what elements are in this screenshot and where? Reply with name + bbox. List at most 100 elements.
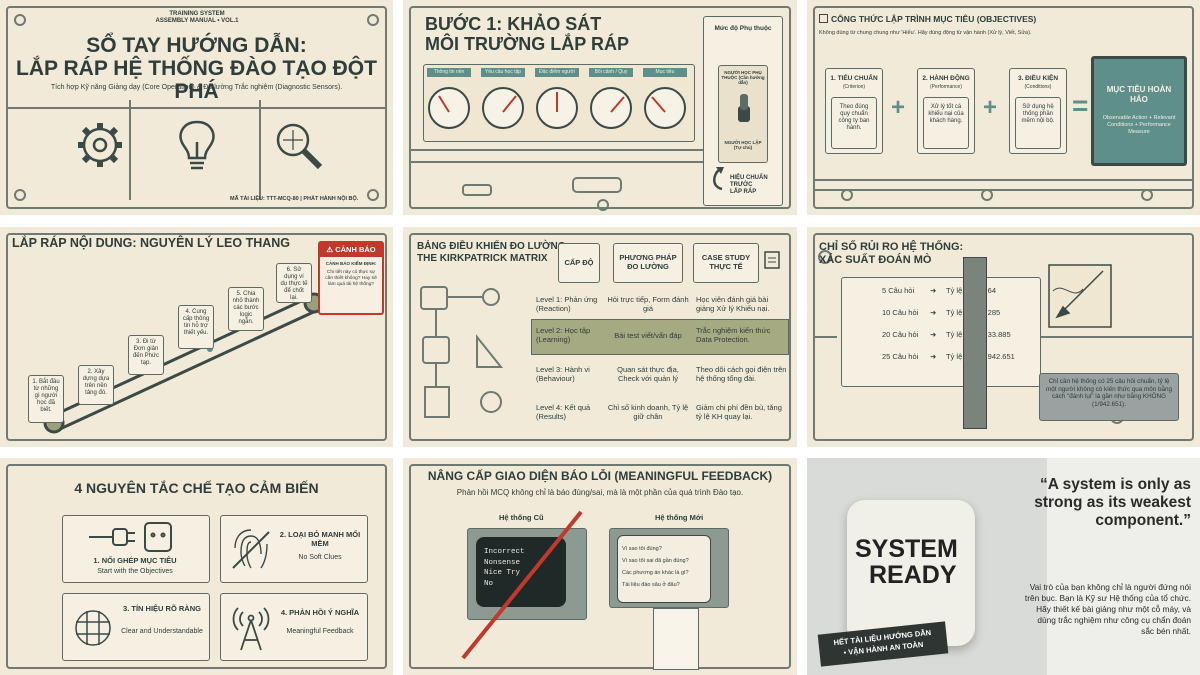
lightbulb-icon	[179, 120, 215, 170]
cover-title: SỔ TAY HƯỚNG DẪN: LẮP RÁP HỆ THỐNG ĐÀO T…	[10, 34, 383, 103]
row-2-method: Bài test viết/vấn đáp	[614, 331, 682, 340]
step1-title-line-2: MÔI TRƯỜNG LẮP RÁP	[425, 34, 629, 54]
equals-sign: =	[1072, 90, 1089, 121]
kicker: TRAINING SYSTEM ASSEMBLY MANUAL • VOL.1	[150, 11, 244, 25]
gauge-label: Thông tin nền	[427, 68, 471, 77]
panel-step1: BƯỚC 1: KHẢO SÁT MÔI TRƯỜNG LẮP RÁP Thôn…	[403, 0, 797, 215]
step1-title-line-1: BƯỚC 1: KHẢO SÁT	[425, 14, 602, 34]
principle-2: 2. LOẠI BỎ MANH MỐI MỀM No Soft Clues	[220, 515, 368, 583]
plus-sign: +	[891, 94, 906, 121]
gauge-panel: Thông tin nền Yêu cầu học tập Đặc điểm n…	[423, 64, 695, 142]
film-strip	[963, 257, 987, 429]
gauge-dial	[482, 87, 524, 129]
header-method-text: PHƯƠNG PHÁP ĐO LƯỜNG	[619, 253, 677, 271]
old-line: Incorrect	[484, 548, 525, 556]
row-4-level: Level 4: Kết quả (Results)	[536, 403, 591, 421]
header-level-text: CẤP ĐỘ	[564, 258, 594, 267]
old-system-label: Hệ thống Cũ	[499, 513, 544, 522]
old-tv: Incorrect Nonsense Nice Try No	[467, 528, 587, 620]
sprue-decor	[409, 149, 703, 211]
magnifier-icon	[276, 123, 323, 170]
row-1-case: Học viên đánh giá bài giảng Xử lý Khiếu …	[696, 295, 770, 313]
principle-4-sub: Meaningful Feedback	[286, 628, 354, 635]
new-line: Các phương án khác là gì?	[622, 570, 689, 576]
panel-feedback: NÂNG CẤP GIAO DIỆN BÁO LỖI (MEANINGFUL F…	[403, 458, 797, 675]
performance-title: 2. HÀNH ĐỘNG	[922, 75, 970, 82]
row-4-case: Giảm chi phí đền bù, tăng tỷ lệ KH quay …	[696, 403, 782, 421]
step1-title: BƯỚC 1: KHẢO SÁT MÔI TRƯỜNG LẮP RÁP	[425, 14, 629, 54]
arrow-icon: ➜	[930, 286, 937, 295]
panel-system-ready: SYSTEM READY HẾT TÀI LIỆU HƯỚNG DẪN • VẬ…	[807, 458, 1200, 675]
step-card-1: 1. Bắt đầu từ những gì người học đã biết…	[28, 375, 64, 423]
step-card-6: 6. Sử dụng ví dụ thực tế để chốt lại.	[276, 263, 312, 303]
square-icon	[819, 14, 828, 23]
gauge-dial	[590, 87, 632, 129]
closing-quote: “A system is only as strong as its weake…	[1034, 476, 1191, 529]
risk-q-3: 20 Câu hỏi	[882, 330, 919, 339]
conditions-title: 3. ĐIỀU KIỆN	[1017, 75, 1059, 82]
gauge-dial	[536, 87, 578, 129]
cover-footer: MÃ TÀI LIỆU: TTT-MCQ-80 | PHÁT HÀNH NỘI …	[230, 196, 359, 202]
toggle-lever-icon	[738, 94, 750, 122]
grid-icon	[75, 610, 111, 646]
principle-1-title: 1. NỐI GHÉP MỤC TIÊU	[93, 556, 177, 565]
feedback-subtitle: Phản hồi MCQ không chỉ là báo đúng/sai, …	[456, 488, 744, 497]
criterion-sub: (Criterion)	[842, 84, 866, 90]
system-ready-line-1: SYSTEM	[855, 535, 958, 563]
curved-arrow-icon	[713, 167, 724, 191]
gauge-label: Yêu cầu học tập	[481, 68, 525, 77]
principle-4-title: 4. PHẢN HỒI Ý NGHĨA	[280, 608, 360, 617]
system-ready-label: SYSTEM READY	[855, 536, 958, 588]
panel-escalation: LẮP RÁP NỘI DUNG: NGUYÊN LÝ LEO THANG 1.…	[0, 227, 393, 447]
system-ready-line-2: READY	[869, 561, 957, 589]
warning-box: ⚠ CẢNH BÁO CẢNH BÁO KIỂM ĐỊNH: Chi tiết …	[318, 241, 384, 315]
new-line: Vì sao tôi sai đã gần đúng?	[622, 558, 689, 564]
gauge-dial	[428, 87, 470, 129]
step-card-4: 4. Cung cấp thông tin hỗ trợ thiết yếu.	[178, 305, 214, 349]
risk-q-4: 25 Câu hỏi	[882, 352, 919, 361]
perfect-objective-title: MỤC TIÊU HOÀN HẢO	[1106, 85, 1172, 104]
header-case-text: CASE STUDY THỰC TẾ	[701, 253, 751, 271]
closing-text: Vai trò của bạn không chỉ là người đứng …	[1024, 582, 1191, 636]
clipboard-icon	[764, 251, 780, 269]
sprue-decor	[813, 179, 1194, 201]
row-3-level: Level 3: Hành vi (Behaviour)	[536, 365, 590, 383]
arrow-icon: ➜	[930, 330, 937, 339]
socket-block	[847, 500, 975, 646]
row-2-highlight	[531, 319, 789, 355]
principle-1-sub: Start with the Objectives	[97, 568, 173, 575]
conditions-box: 3. ĐIỀU KIỆN (Conditions) Sử dụng hệ thố…	[1009, 68, 1067, 154]
panel-risk: CHỈ SỐ RỦI RO HỆ THỐNG: XÁC SUẤT ĐOÁN MÒ…	[807, 227, 1200, 447]
risk-title: CHỈ SỐ RỦI RO HỆ THỐNG: XÁC SUẤT ĐOÁN MÒ	[819, 241, 963, 267]
warning-text: Chi tiết này có thực sự cần thiết không?…	[325, 270, 377, 287]
dependency-switch[interactable]: NGƯỜI HỌC PHỤ THUỘC (Cần hướng dẫn) NGƯỜ…	[718, 65, 768, 163]
panel-cover: TRAINING SYSTEM ASSEMBLY MANUAL • VOL.1 …	[0, 0, 393, 215]
old-tv-text: Incorrect Nonsense Nice Try No	[484, 547, 525, 589]
principles-title: 4 NGUYÊN TẮC CHẾ TẠO CẢM BIẾN	[74, 480, 319, 496]
criterion-title: 1. TIÊU CHUẨN	[830, 75, 878, 82]
risk-title-line-1: CHỈ SỐ RỦI RO HỆ THỐNG:	[819, 241, 964, 253]
dependency-title: Mức độ Phụ thuộc	[714, 25, 772, 32]
new-line: Tài liệu đào sâu ở đâu?	[622, 582, 680, 588]
row-2-level: Level 2: Học tập (Learning)	[536, 326, 591, 344]
principle-4: 4. PHẢN HỒI Ý NGHĨA Meaningful Feedback	[220, 593, 368, 661]
gear-icon	[78, 123, 122, 167]
cover-title-line-2: LẮP RÁP HỆ THỐNG ĐÀO TẠO ĐỘT PHÁ	[16, 57, 377, 103]
kicker-line-2: ASSEMBLY MANUAL • VOL.1	[155, 18, 239, 24]
principle-3-title: 3. TÍN HIỆU RÕ RÀNG	[123, 604, 201, 613]
row-3-case: Theo dõi cách gọi điện trên hệ thống tổn…	[696, 365, 787, 383]
performance-box: 2. HÀNH ĐỘNG (Performance) Xử lý tốt cá …	[917, 68, 975, 154]
perfect-objective-desc: Observable Action + Relevant Conditions …	[1102, 115, 1176, 135]
cross-out-icon	[461, 510, 583, 660]
new-tv-screen	[617, 535, 711, 603]
gauge-dial	[644, 87, 686, 129]
warning-title: ⚠ CẢNH BÁO	[320, 243, 382, 257]
dependency-box: Mức độ Phụ thuộc NGƯỜI HỌC PHỤ THUỘC (Cầ…	[703, 16, 783, 206]
risk-title-line-2: XÁC SUẤT ĐOÁN MÒ	[819, 254, 932, 266]
fingerprint-icon	[232, 529, 270, 569]
cover-subtitle: Tích hợp Kỹ năng Giảng dạy (Core Operati…	[50, 84, 343, 91]
objectives-title: CÔNG THỨC LẬP TRÌNH MỤC TIÊU (OBJECTIVES…	[819, 14, 1036, 24]
row-1-method: Hỏi trực tiếp, Form đánh giá	[607, 295, 689, 313]
arrow-icon: ➜	[930, 352, 937, 361]
panel-principles: 4 NGUYÊN TẮC CHẾ TẠO CẢM BIẾN 1. NỐI GHÉ…	[0, 458, 393, 675]
